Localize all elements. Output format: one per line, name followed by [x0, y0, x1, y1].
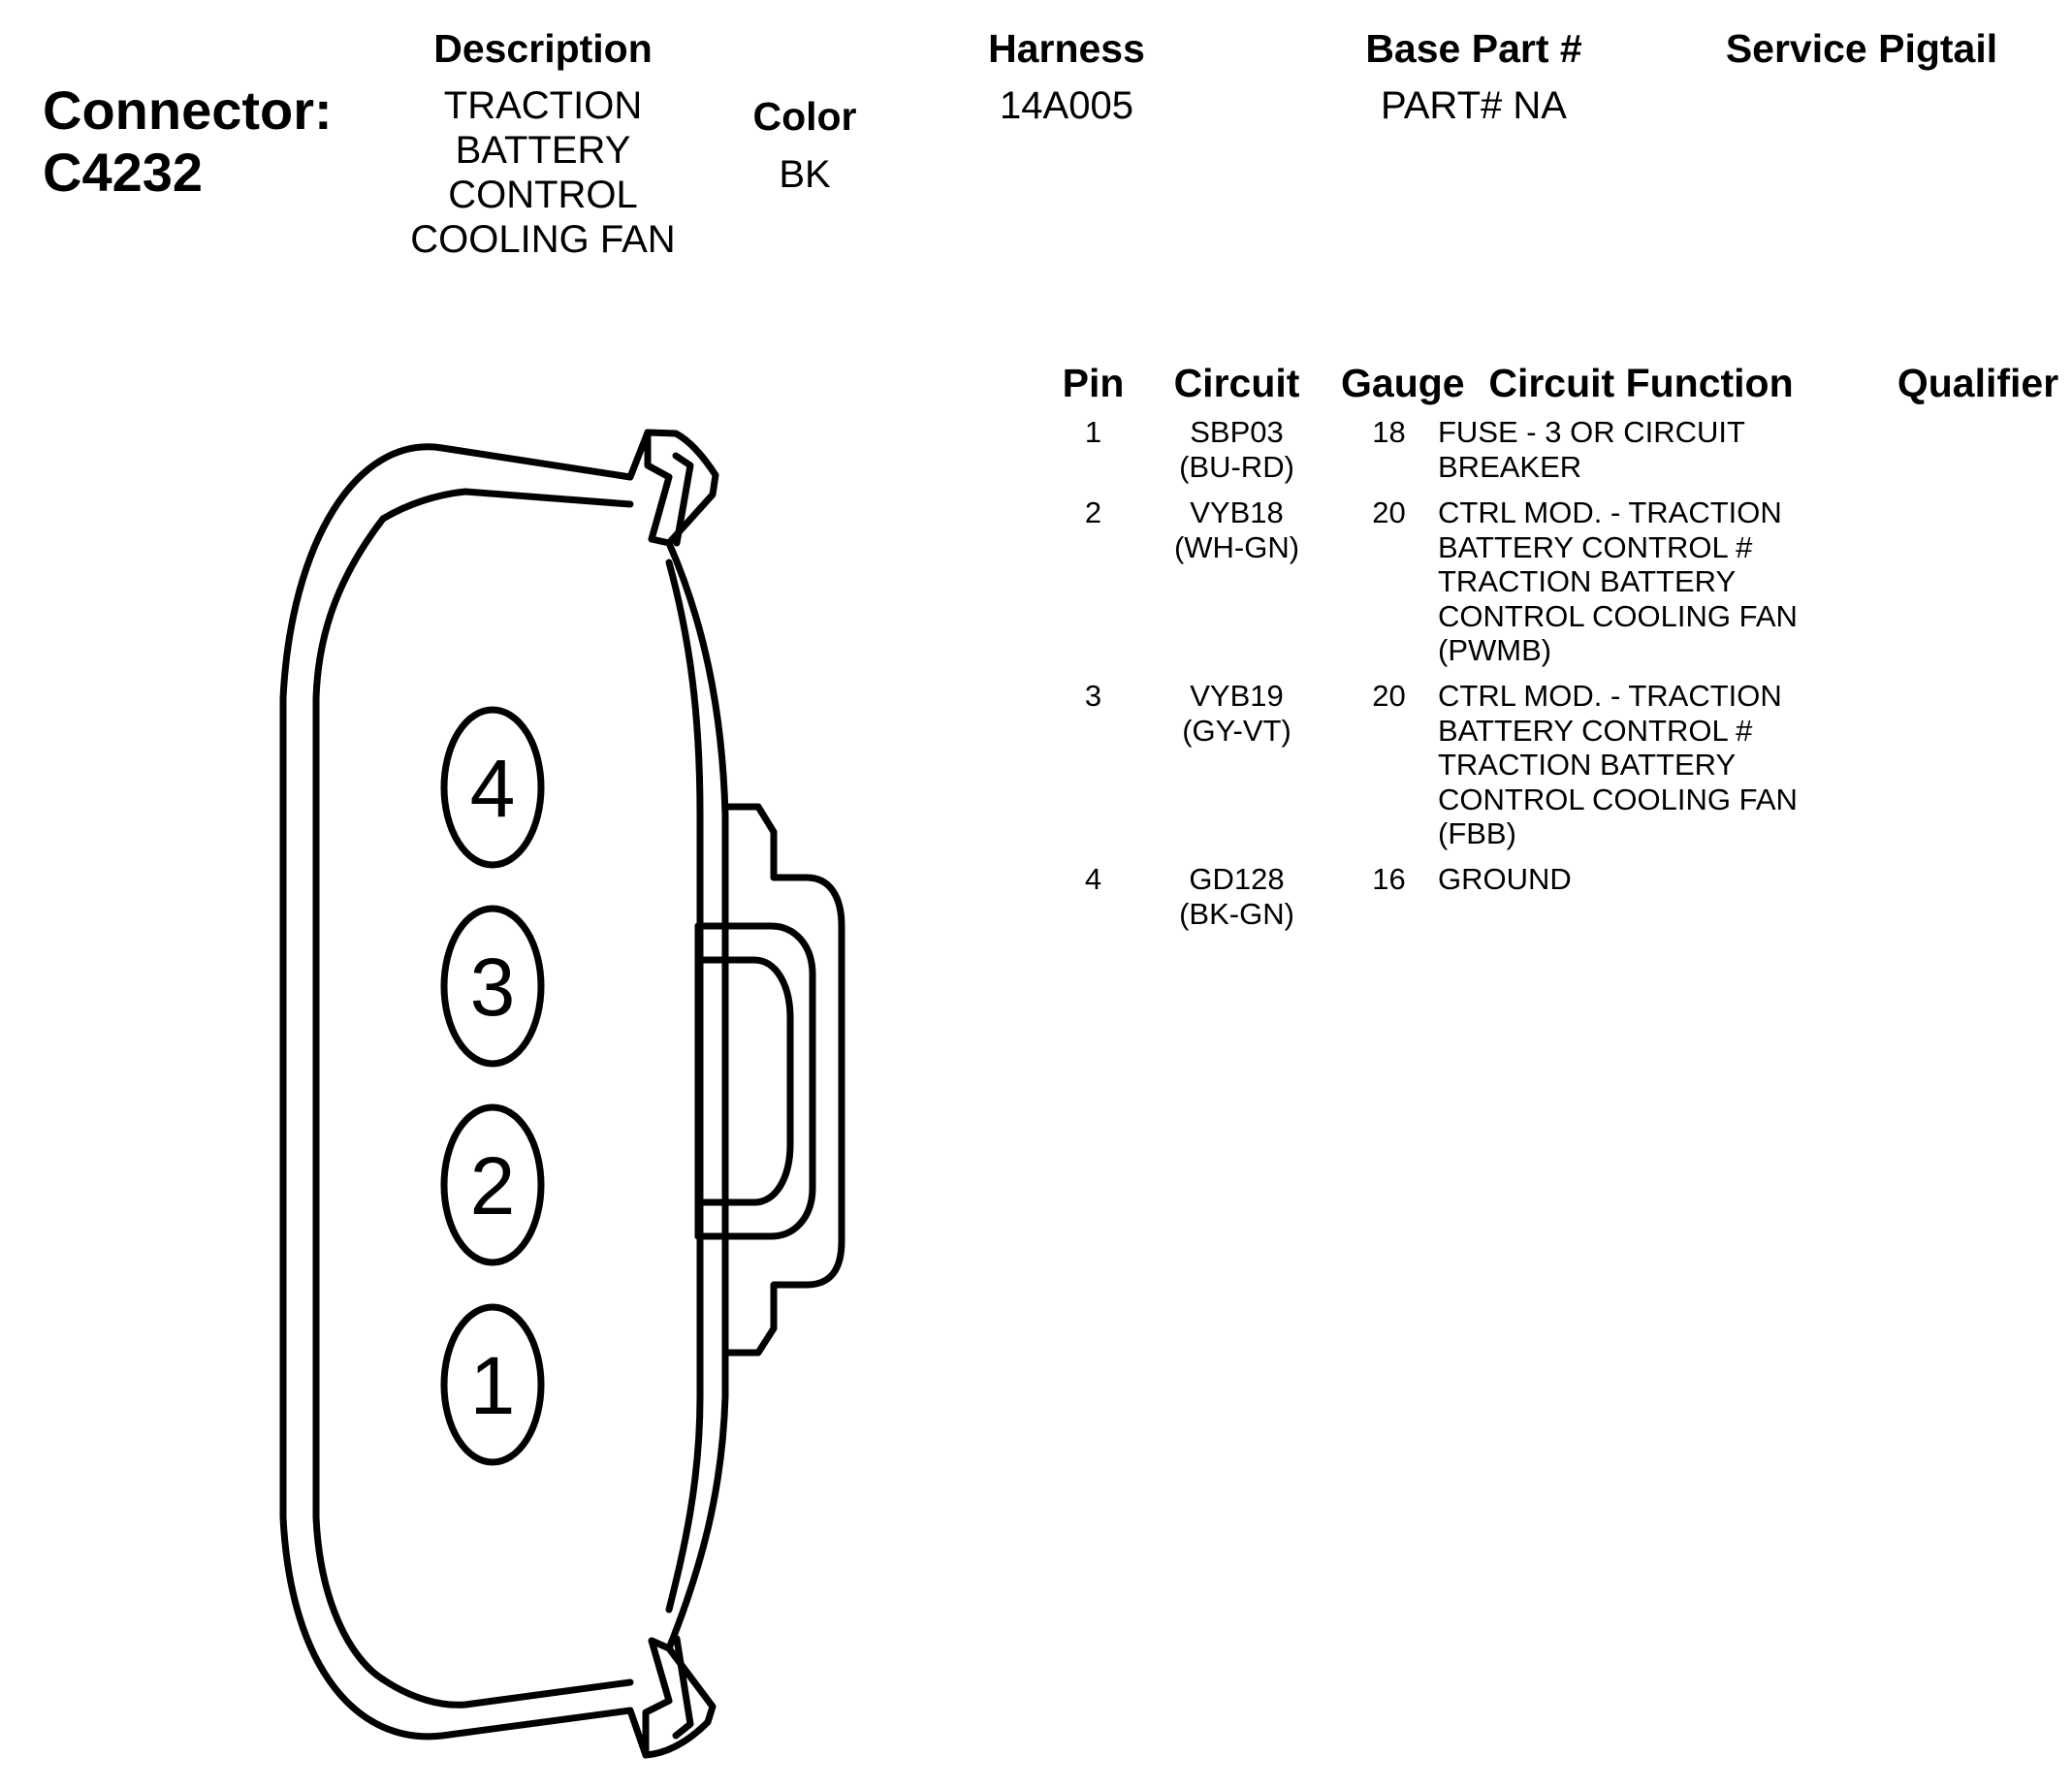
description-line: BATTERY — [455, 129, 631, 172]
top-latch — [672, 452, 694, 547]
color-header: Color — [752, 94, 857, 139]
wire-color: (WH-GN) — [1173, 529, 1300, 564]
gauge-value: 18 — [1372, 415, 1406, 449]
connector-housing-outer — [279, 429, 729, 1759]
bottom-latch — [642, 1637, 673, 1759]
pin-number: 2 — [1084, 495, 1102, 529]
pin-label: 4 — [470, 743, 516, 834]
connector-id: C4232 — [43, 142, 204, 203]
lock-tab-inner — [694, 956, 794, 1206]
circuit-cell: SBP03 (BU-RD) — [1147, 415, 1326, 484]
gauge-value: 20 — [1372, 679, 1406, 713]
function-line: BATTERY CONTROL # — [1438, 529, 1753, 564]
pin-cavity-4: 4 — [440, 706, 545, 869]
description-line: CONTROL — [448, 174, 638, 216]
top-latch — [644, 429, 673, 547]
wire-color: (BU-RD) — [1179, 449, 1294, 484]
connector-title: Connector: C4232 — [43, 80, 372, 204]
gauge-value: 20 — [1372, 495, 1406, 529]
base-part-value: PART# NA — [1381, 84, 1567, 127]
harness-header: Harness — [988, 26, 1145, 71]
circuit-cell: VYB19 (GY-VT) — [1147, 679, 1326, 748]
base-part-header: Base Part # — [1365, 26, 1582, 71]
circuit-id: VYB18 — [1190, 495, 1284, 529]
pin-number: 4 — [1084, 862, 1102, 896]
gauge-value: 16 — [1372, 862, 1406, 896]
bottom-latch — [672, 1635, 694, 1740]
circuit-function: CTRL MOD. - TRACTION BATTERY CONTROL # T… — [1438, 495, 1845, 668]
function-line: (PWMB) — [1438, 633, 1552, 667]
function-line: GROUND — [1438, 862, 1572, 896]
circuit-function: GROUND — [1438, 862, 1845, 897]
pin-column-header: Pin — [1062, 361, 1125, 405]
connector-housing-inner — [312, 694, 387, 1683]
connector-label: Connector: — [43, 80, 333, 141]
pin-number: 1 — [1084, 415, 1102, 449]
wire-color: (BK-GN) — [1179, 896, 1294, 931]
pin-label: 1 — [470, 1340, 516, 1431]
gauge-column-header: Gauge — [1341, 361, 1465, 405]
pin-cavity-2: 2 — [440, 1103, 545, 1266]
qualifier-column-header: Qualifier — [1897, 361, 2059, 405]
circuit-column-header: Circuit — [1173, 361, 1300, 405]
function-line: CTRL MOD. - TRACTION — [1438, 495, 1782, 529]
connector-housing-inner — [379, 1676, 634, 1709]
description-line: COOLING FAN — [410, 218, 676, 261]
harness-value: 14A005 — [1000, 84, 1133, 127]
circuit-function: CTRL MOD. - TRACTION BATTERY CONTROL # T… — [1438, 679, 1845, 851]
color-value: BK — [779, 153, 831, 196]
circuit-id: VYB19 — [1190, 679, 1284, 713]
function-line: CTRL MOD. - TRACTION — [1438, 679, 1782, 713]
pin-label: 3 — [470, 942, 516, 1033]
function-line: CONTROL COOLING FAN — [1438, 782, 1798, 816]
circuit-function-column-header: Circuit Function — [1488, 361, 1794, 405]
wire-color: (GY-VT) — [1182, 713, 1291, 748]
connector-housing-inner — [379, 488, 634, 523]
connector-housing-inner — [312, 515, 387, 702]
pin-label: 2 — [470, 1140, 516, 1231]
function-line: TRACTION BATTERY — [1438, 748, 1737, 782]
description-value: TRACTION BATTERY CONTROL COOLING FAN — [378, 83, 708, 262]
circuit-function: FUSE - 3 OR CIRCUIT BREAKER — [1438, 415, 1845, 484]
function-line: TRACTION BATTERY — [1438, 564, 1737, 598]
function-line: BATTERY CONTROL # — [1438, 713, 1753, 748]
function-line: (FBB) — [1438, 816, 1516, 850]
pin-cavity-1: 1 — [440, 1303, 545, 1466]
lock-tab-outer — [721, 803, 845, 1357]
circuit-id: SBP03 — [1190, 415, 1284, 449]
service-pigtail-header: Service Pigtail — [1725, 26, 1998, 71]
connector-housing-inner — [665, 559, 704, 1613]
lock-tab-inner — [694, 922, 816, 1240]
circuit-cell: GD128 (BK-GN) — [1147, 862, 1326, 931]
function-line: FUSE - 3 OR CIRCUIT — [1438, 415, 1745, 449]
pin-cavity-3: 3 — [440, 905, 545, 1068]
circuit-id: GD128 — [1189, 862, 1285, 896]
function-line: CONTROL COOLING FAN — [1438, 598, 1798, 633]
description-line: TRACTION — [443, 84, 643, 127]
function-line: BREAKER — [1438, 449, 1582, 484]
pin-number: 3 — [1084, 679, 1102, 713]
description-header: Description — [433, 26, 653, 71]
circuit-cell: VYB18 (WH-GN) — [1147, 495, 1326, 564]
